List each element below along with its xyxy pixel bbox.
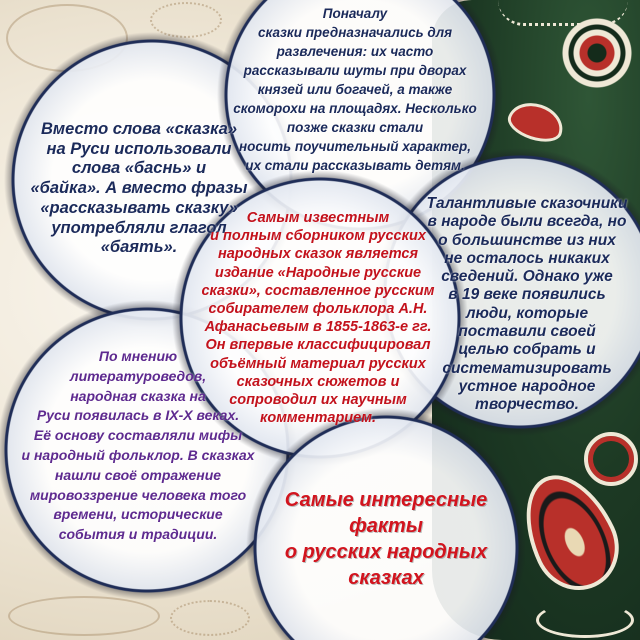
swirl-ornament <box>536 602 634 638</box>
fact-text-entertainment: Поначалу сказки предназначались для разв… <box>233 6 477 173</box>
fact-text-afanasyev-collection: Самым известным и полным сборником русск… <box>201 210 435 427</box>
ring-flower-ornament <box>584 432 638 486</box>
fact-text-origin: По мнению литературоведов, народная сказ… <box>21 348 255 543</box>
fact-text-old-words: Вместо слова «сказка» на Руси использова… <box>30 120 248 257</box>
cream-swirl-ornament <box>8 596 160 636</box>
ring-flower-ornament <box>562 18 632 88</box>
poster-title: Самые интересные факты о русских народны… <box>284 489 488 589</box>
title-circle <box>246 408 526 640</box>
cream-swirl-ornament <box>170 600 250 636</box>
dotted-arc-ornament <box>498 0 628 26</box>
fact-text-storytellers: Талантливые сказочники в народе были все… <box>426 195 628 414</box>
